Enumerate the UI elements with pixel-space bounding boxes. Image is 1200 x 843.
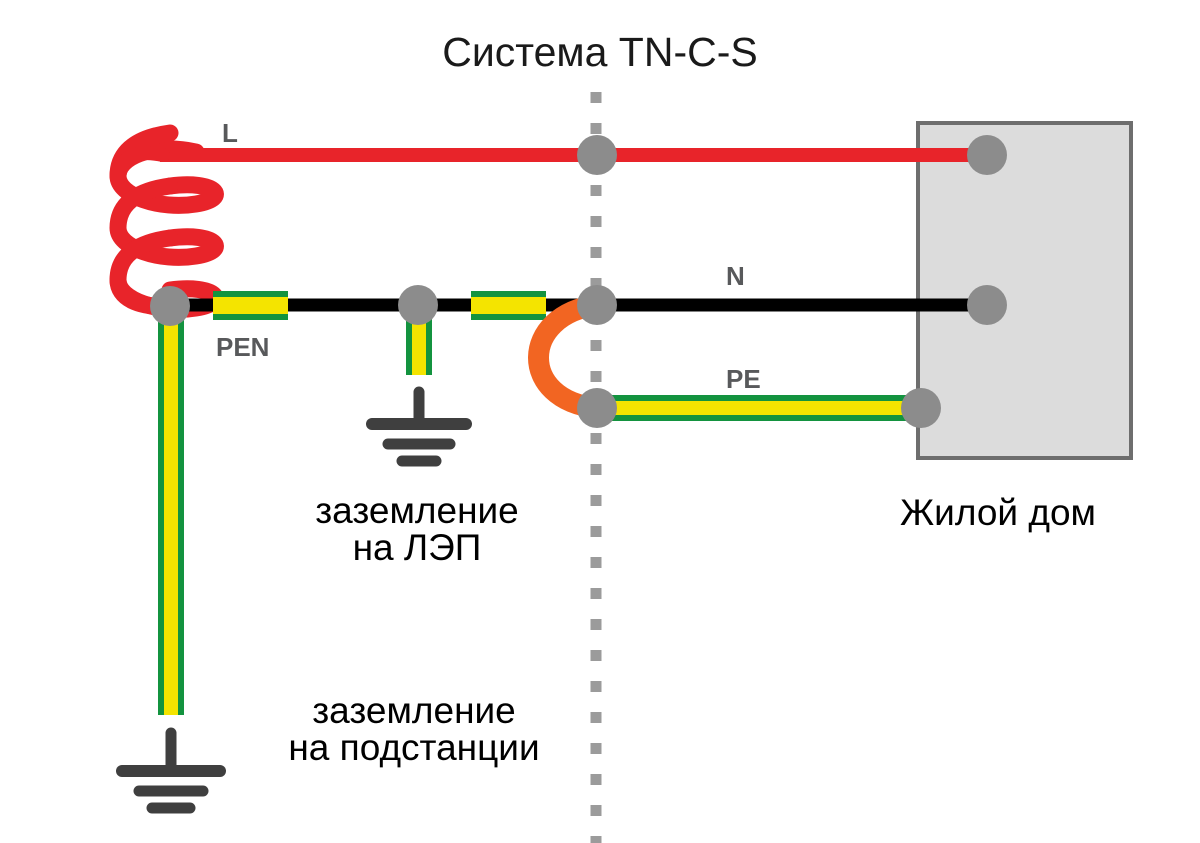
- caption-ground-powerline: заземление на ЛЭП: [247, 492, 587, 566]
- node-pen-split-pe: [577, 388, 617, 428]
- pen-marker-band-1: [213, 291, 288, 320]
- pe-conductor-to-house: [595, 395, 925, 421]
- caption-ground-substation: заземление на подстанции: [218, 692, 610, 766]
- page-title: Система TN-C-S: [442, 29, 758, 75]
- caption-ground-substation-line2: на подстанции: [288, 727, 540, 768]
- node-transformer-star-point: [150, 286, 190, 326]
- ground-symbol-substation: [116, 727, 226, 814]
- node-house-terminal-L: [967, 135, 1007, 175]
- label-phase-L: L: [222, 118, 238, 148]
- node-pen-split-neutral: [577, 285, 617, 325]
- label-pen: PEN: [216, 332, 270, 362]
- node-divider-phase: [577, 135, 617, 175]
- node-powerline-ground-tap: [398, 285, 438, 325]
- node-house-terminal-PE: [901, 388, 941, 428]
- phase-coil-top-lead: [113, 146, 170, 179]
- caption-ground-powerline-line1: заземление: [315, 490, 519, 531]
- caption-ground-substation-line1: заземление: [312, 690, 516, 731]
- ground-symbol-powerline: [366, 386, 472, 467]
- node-house-terminal-N: [967, 285, 1007, 325]
- caption-house: Жилой дом: [900, 492, 1096, 533]
- pen-marker-band-2: [471, 291, 546, 320]
- label-neutral-n: N: [726, 261, 745, 291]
- pen-split-jumper: [528, 294, 608, 419]
- caption-ground-powerline-line2: на ЛЭП: [352, 527, 482, 568]
- substation-earth-conductor: [158, 300, 184, 715]
- house-block: [916, 121, 1133, 460]
- label-protective-pe: PE: [726, 364, 761, 394]
